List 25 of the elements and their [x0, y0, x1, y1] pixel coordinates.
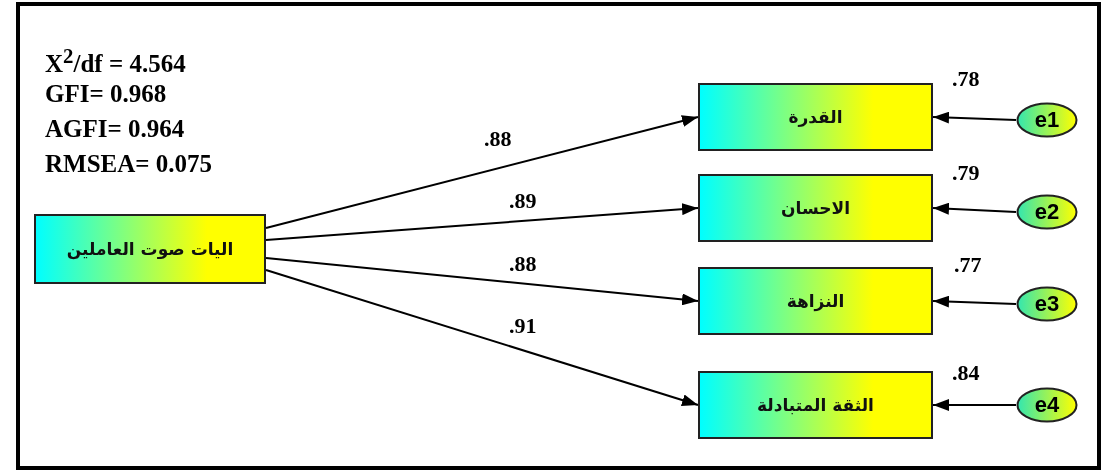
arrow	[932, 111, 1017, 124]
loading-value: .78	[952, 68, 980, 90]
variable-box: القدرة	[698, 83, 933, 151]
arrow	[265, 269, 699, 406]
arrow	[265, 257, 699, 306]
fit-index: AGFI= 0.964	[45, 116, 185, 141]
variable-box: الثقة المتبادلة	[698, 371, 933, 439]
error-ellipse: e2	[1016, 194, 1078, 230]
fit-index: RMSEA= 0.075	[45, 151, 213, 176]
fit-index: GFI= 0.968	[45, 81, 167, 106]
arrow	[265, 115, 699, 229]
variable-box: اليات صوت العاملين	[34, 214, 266, 284]
variable-box: النزاهة	[698, 267, 933, 335]
fit-index: X$^{2}$/df = 4.564	[45, 46, 186, 77]
loading-value: .77	[954, 254, 982, 276]
arrow	[932, 399, 1017, 411]
arrow	[932, 295, 1017, 308]
loading-value: .79	[952, 162, 980, 184]
error-ellipse: e1	[1016, 102, 1078, 138]
arrow	[265, 203, 699, 241]
variable-box: الاحسان	[698, 174, 933, 242]
loading-value: .84	[952, 362, 980, 384]
error-ellipse: e4	[1016, 387, 1078, 423]
error-ellipse: e3	[1016, 286, 1078, 322]
arrow	[932, 202, 1017, 215]
